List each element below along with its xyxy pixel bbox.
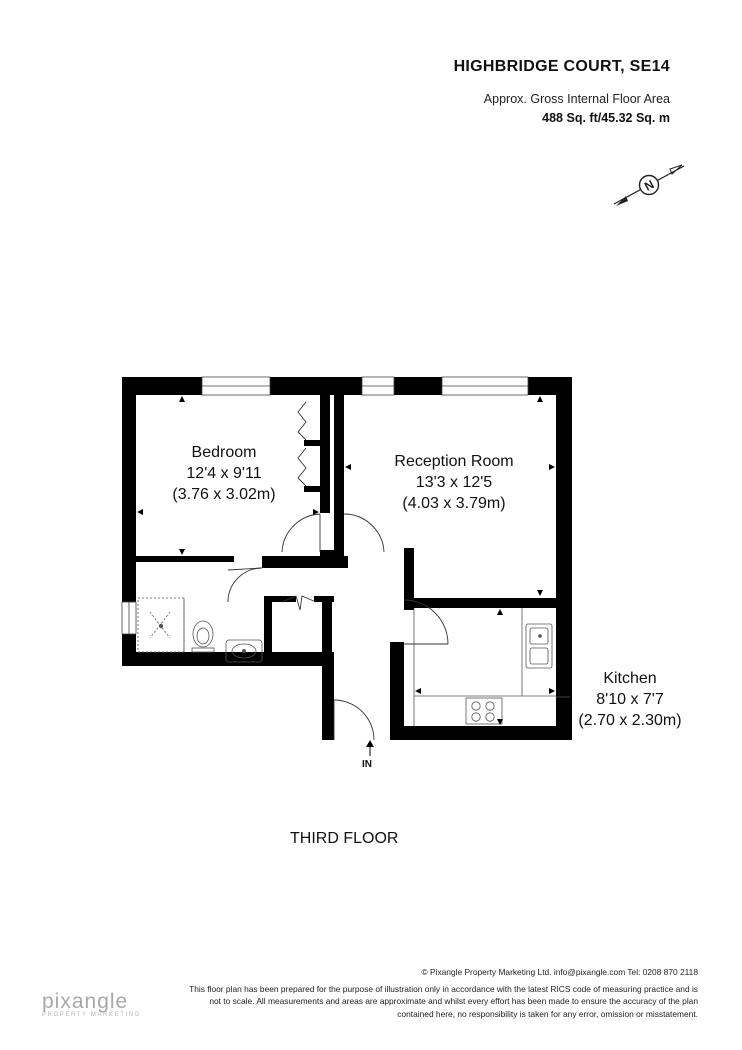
footer-line-4: contained here, no responsibility is tak… <box>397 1008 698 1019</box>
bedroom-name: Bedroom <box>191 444 257 461</box>
walls <box>122 377 572 740</box>
reception-metric: (4.03 x 3.79m) <box>402 495 506 512</box>
kitchen-imperial: 8'10 x 7'7 <box>596 691 664 708</box>
windows <box>121 376 529 635</box>
bedroom-metric: (3.76 x 3.02m) <box>172 486 276 503</box>
property-title: HIGHBRIDGE COURT, SE14 <box>453 58 670 75</box>
door-swings <box>227 401 449 741</box>
footer-line-3: not to scale. All measurements and areas… <box>209 996 698 1006</box>
area-value: 488 Sq. ft/45.32 Sq. m <box>542 111 670 125</box>
area-label: Approx. Gross Internal Floor Area <box>483 92 670 106</box>
dimension-arrows <box>137 396 555 756</box>
footer-copyright: © Pixangle Property Marketing Ltd. info@… <box>421 967 698 977</box>
room-label-bedroom: Bedroom 12'4 x 9'11 (3.76 x 3.02m) <box>156 442 292 505</box>
room-label-kitchen: Kitchen 8'10 x 7'7 (2.70 x 2.30m) <box>566 668 694 731</box>
bathroom-fixtures <box>137 597 263 663</box>
kitchen-metric: (2.70 x 2.30m) <box>578 712 682 729</box>
brand-logo: pixangle PROPERTY MARKETING <box>42 990 141 1018</box>
brand-tagline: PROPERTY MARKETING <box>42 1012 141 1018</box>
header: HIGHBRIDGE COURT, SE14 Approx. Gross Int… <box>454 58 670 125</box>
kitchen-fixtures <box>413 608 556 726</box>
footer-line-2: This floor plan has been prepared for th… <box>189 983 698 994</box>
kitchen-name: Kitchen <box>603 670 657 687</box>
reception-name: Reception Room <box>394 453 514 470</box>
compass-icon: N <box>613 164 685 206</box>
footer-disclaimer: © Pixangle Property Marketing Ltd. info@… <box>158 966 698 1020</box>
brand-name: pixangle <box>42 990 129 1013</box>
room-label-reception: Reception Room 13'3 x 12'5 (4.03 x 3.79m… <box>370 451 538 514</box>
reception-imperial: 13'3 x 12'5 <box>415 474 493 491</box>
floor-label: THIRD FLOOR <box>290 830 399 847</box>
entrance-label: IN <box>362 759 372 770</box>
bedroom-imperial: 12'4 x 9'11 <box>186 465 262 482</box>
